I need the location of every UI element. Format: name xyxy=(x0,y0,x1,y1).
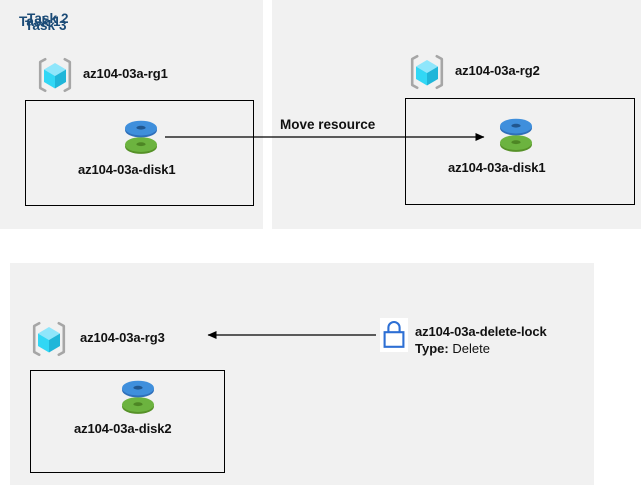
disk-label-disk1-moved: az104-03a-disk1 xyxy=(448,160,546,175)
resource-group-label-rg2: az104-03a-rg2 xyxy=(455,63,540,78)
disk-icon xyxy=(120,115,162,159)
lock-type-key: Type: xyxy=(415,341,449,356)
disk-icon xyxy=(117,375,159,419)
resource-group-icon xyxy=(408,53,446,91)
connector-label-move-resource: Move resource xyxy=(280,117,376,132)
lock-icon xyxy=(380,318,408,352)
disk-icon xyxy=(495,113,537,157)
panel-title-task-1: Task 1 xyxy=(19,14,61,29)
disk-label-disk2: az104-03a-disk2 xyxy=(74,421,172,436)
panel-title-task-2: Task 2 xyxy=(27,11,69,26)
lock-type-value: Delete xyxy=(452,341,490,356)
resource-group-icon xyxy=(36,56,74,94)
panel-title-task-3: Task 3 xyxy=(25,18,67,33)
disk-label-disk1: az104-03a-disk1 xyxy=(78,162,176,177)
resource-group-icon xyxy=(30,320,68,358)
lock-type-row: Type: Delete xyxy=(415,341,490,356)
resource-group-label-rg3: az104-03a-rg3 xyxy=(80,330,165,345)
resource-group-label-rg1: az104-03a-rg1 xyxy=(83,66,168,81)
lock-name-label: az104-03a-delete-lock xyxy=(415,324,547,339)
